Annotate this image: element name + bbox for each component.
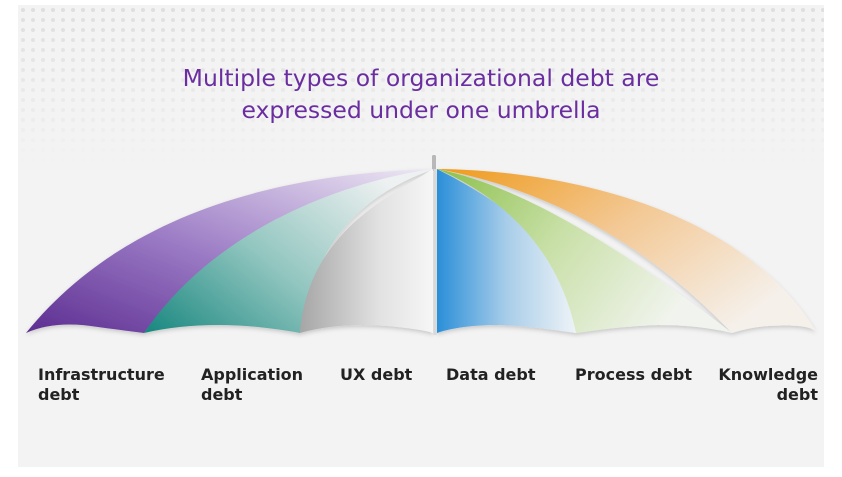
label-application: Application debt (201, 365, 303, 405)
label-ux: UX debt (340, 365, 412, 385)
umbrella-diagram (26, 155, 816, 335)
label-process: Process debt (575, 365, 692, 385)
segment-application (144, 169, 433, 333)
segment-process (437, 169, 732, 333)
umbrella-tip (432, 155, 436, 171)
label-data-line1: Data debt (446, 365, 536, 384)
label-knowledge-line1: Knowledge (718, 365, 818, 384)
label-infrastructure-line1: Infrastructure (38, 365, 165, 384)
label-data: Data debt (446, 365, 536, 385)
label-infrastructure-line2: debt (38, 385, 80, 404)
label-knowledge: Knowledge debt (718, 365, 818, 405)
label-process-line1: Process debt (575, 365, 692, 384)
label-knowledge-line2: debt (776, 385, 818, 404)
dot-pattern-background (18, 5, 824, 165)
title-line-2: expressed under one umbrella (241, 96, 601, 124)
segment-knowledge (437, 169, 816, 333)
label-application-line2: debt (201, 385, 243, 404)
label-infrastructure: Infrastructure debt (38, 365, 165, 405)
label-application-line1: Application (201, 365, 304, 384)
umbrella-infographic: Multiple types of organizational debt ar… (18, 5, 824, 467)
label-ux-line1: UX debt (340, 365, 413, 384)
page-title: Multiple types of organizational debt ar… (18, 62, 824, 126)
title-line-1: Multiple types of organizational debt ar… (182, 64, 660, 92)
segment-data (437, 169, 577, 333)
segment-ux (300, 169, 433, 333)
